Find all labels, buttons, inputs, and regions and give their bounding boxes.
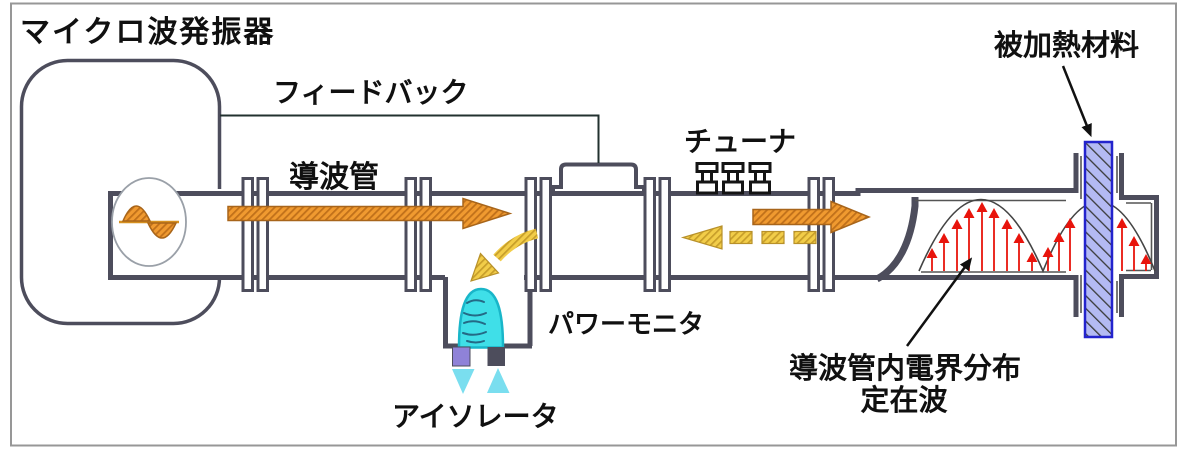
diagram-frame	[10, 2, 1177, 447]
isolator-water-load	[452, 287, 510, 394]
reflected-arrow-dash	[729, 230, 753, 245]
reflected-wave-arrow	[680, 225, 817, 250]
field-distribution-pointer-arrow	[905, 257, 973, 347]
heated-material-slab	[1083, 140, 1114, 339]
feedback-line	[220, 114, 600, 163]
power-monitor-box	[551, 162, 646, 196]
flange-plate	[256, 177, 269, 292]
water-load-dome	[457, 287, 505, 349]
waveguide-bottom-wall-right	[524, 275, 1079, 317]
water-in-arrow	[487, 368, 510, 393]
flange-plate	[658, 177, 671, 292]
bent-arrow-head	[470, 252, 500, 282]
waveguide-flange	[643, 177, 671, 292]
reflected-arrow-dash	[761, 230, 785, 245]
field-distribution-label-line1: 導波管内電界分布	[789, 351, 1021, 385]
stub-base	[722, 180, 744, 195]
waveguide-interior	[110, 189, 890, 279]
flange-plate	[419, 177, 432, 292]
water-pipe-in	[487, 347, 505, 366]
flange-plate	[822, 177, 835, 292]
applicator-end-section	[1119, 153, 1159, 317]
stub-base	[696, 180, 718, 195]
e-field-arrows	[926, 202, 1152, 271]
sine-crest	[121, 205, 152, 222]
forward-wave-arrow-2	[752, 200, 871, 234]
heated-material-pointer-arrow	[1061, 65, 1092, 138]
reflected-arrow-head	[680, 225, 723, 250]
water-out-arrow	[452, 369, 475, 394]
tuner-label: チューナ	[684, 125, 796, 158]
tuner-stub	[695, 162, 719, 195]
tuner-stub	[748, 162, 772, 195]
waveguide-top-wall	[110, 153, 1079, 196]
standing-wave-envelope	[918, 198, 1156, 274]
flange-plate	[539, 177, 552, 292]
water-pipe-out	[452, 346, 471, 367]
flange-plate	[643, 177, 656, 292]
waveguide-flange	[404, 177, 432, 292]
sine-trough	[146, 222, 178, 239]
flange-plate	[241, 177, 254, 292]
flange-plate	[404, 177, 417, 292]
waveguide-label: 導波管	[289, 160, 379, 195]
forward-wave-arrow	[227, 197, 513, 230]
field-distribution-label-line2: 定在波	[860, 383, 948, 417]
tuner-stub	[721, 162, 745, 195]
heated-material-label: 被加熱材料	[994, 28, 1139, 62]
applicator-matching-horn	[875, 197, 919, 283]
sine-wave-symbol	[119, 205, 179, 239]
oscillator-label: マイクロ波発振器	[20, 15, 275, 50]
isolator-label: アイソレータ	[392, 400, 559, 433]
bent-arrow-shaft	[493, 228, 539, 262]
stub-base	[749, 180, 771, 195]
feedback-label: フィードバック	[273, 76, 468, 109]
water-load-texture	[462, 299, 487, 344]
tuner-stubs	[695, 162, 772, 195]
power-monitor-label: パワーモニタ	[548, 310, 704, 340]
waveguide-flange	[241, 177, 269, 292]
reflected-arrow-dash	[793, 230, 817, 245]
reflected-into-isolator-arrow	[470, 228, 539, 282]
